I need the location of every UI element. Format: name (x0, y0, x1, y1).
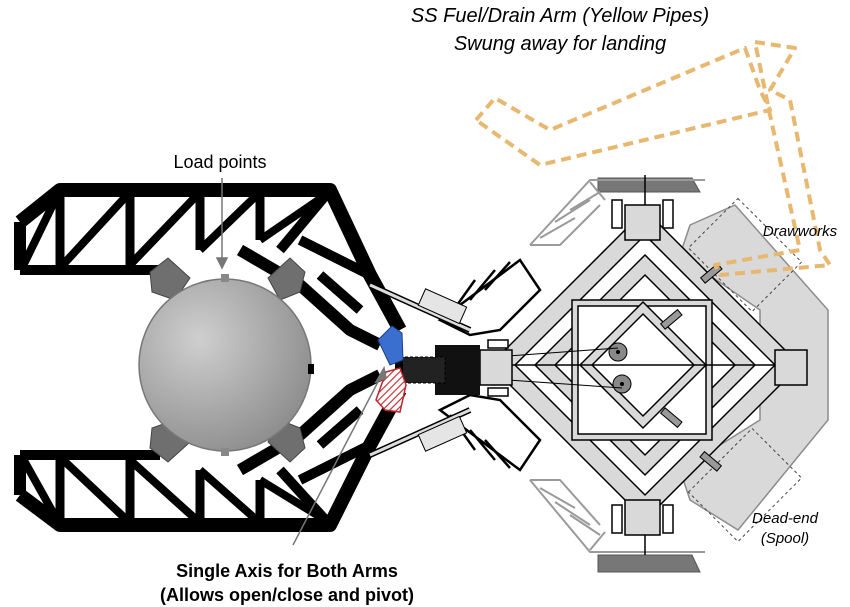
payload-sphere (138, 278, 312, 452)
pivot-blue (377, 325, 404, 366)
grey-lattice (529, 179, 705, 553)
fuel-arm-subtitle: Swung away for landing (454, 33, 666, 55)
drawworks-dashed-box-bottom (687, 427, 803, 543)
diamond-frame (470, 175, 802, 555)
load-point-bottom (221, 448, 229, 456)
dead-end-spool-label: (Spool) (761, 530, 809, 547)
fuel-arm-title: SS Fuel/Drain Arm (Yellow Pipes) (411, 5, 709, 27)
single-axis-sublabel: (Allows open/close and pivot) (160, 585, 414, 605)
load-point-top (221, 274, 229, 282)
drawworks-label: Drawworks (763, 223, 838, 240)
skid-top (597, 177, 701, 193)
drawworks-dashed-box-top (687, 197, 803, 313)
gripper-arm-top (14, 183, 407, 351)
leader-arrows (215, 178, 387, 546)
corner-blocks (479, 199, 808, 536)
dead-end-label: Dead-end (752, 510, 819, 527)
skid-bottom (597, 554, 701, 573)
load-points-label: Load points (173, 152, 266, 172)
platform-assembly (395, 175, 829, 573)
fuel-drain-arm (474, 40, 832, 277)
hub (395, 345, 480, 395)
gripper-arm-bottom (14, 369, 407, 532)
single-axis-label: Single Axis for Both Arms (176, 561, 398, 581)
hydraulic-cylinders (368, 282, 472, 458)
